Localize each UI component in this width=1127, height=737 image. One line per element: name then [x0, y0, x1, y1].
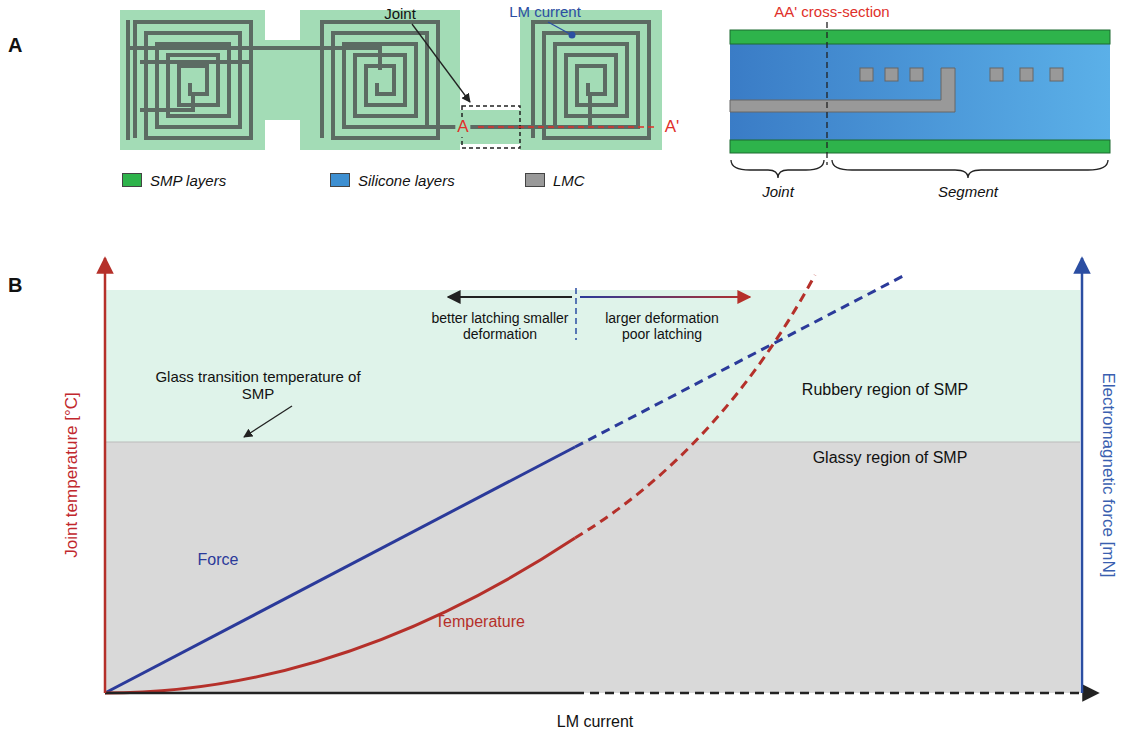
legend-label: LMC	[553, 172, 585, 189]
legend-label: SMP layers	[150, 172, 226, 189]
lmc-wire	[1050, 68, 1063, 81]
callout-label: Glass transition temperature of SMP	[143, 368, 373, 403]
legend-swatch	[122, 173, 142, 187]
region-band: Rubbery region of SMP	[105, 290, 1080, 442]
trade-off-note: better latching smaller deformation	[430, 310, 570, 342]
legend-label: Silicone layers	[358, 172, 455, 189]
lmc-wire	[885, 68, 898, 81]
region-label: Rubbery region of SMP	[802, 381, 968, 399]
region-label: Segment	[938, 183, 998, 200]
axis-title: Joint temperature [°C]	[62, 392, 82, 558]
region-label: Joint	[762, 183, 794, 200]
axis-title: LM current	[557, 713, 633, 731]
curve-label: Force	[198, 551, 239, 569]
panel-letter: A	[8, 34, 22, 57]
panel-letter: B	[8, 274, 22, 297]
coil-trace	[533, 22, 649, 138]
section-mark: A'	[665, 117, 680, 137]
cross-section	[730, 22, 1110, 178]
coil-trace	[135, 22, 251, 138]
device-top-view	[120, 10, 662, 150]
callout-label: LM current	[509, 3, 581, 20]
curve-label: Temperature	[435, 613, 525, 631]
axis-title: Electromagnetic force [mN]	[1098, 372, 1118, 577]
lmc-wire	[1020, 68, 1033, 81]
legend-swatch	[330, 173, 350, 187]
lmc-wire	[990, 68, 1003, 81]
region-band: Glassy region of SMP	[105, 442, 1080, 693]
region-label: Glassy region of SMP	[813, 449, 968, 467]
legend-swatch	[525, 173, 545, 187]
section-mark: A	[455, 117, 470, 137]
section-title: AA' cross-section	[774, 3, 889, 20]
trade-off-note: larger deformation poor latching	[592, 310, 732, 342]
lmc-wire	[860, 68, 873, 81]
coil-trace	[322, 22, 438, 138]
chart	[105, 258, 1098, 693]
lmc-wire	[910, 68, 923, 81]
callout-label: Joint	[384, 5, 416, 22]
